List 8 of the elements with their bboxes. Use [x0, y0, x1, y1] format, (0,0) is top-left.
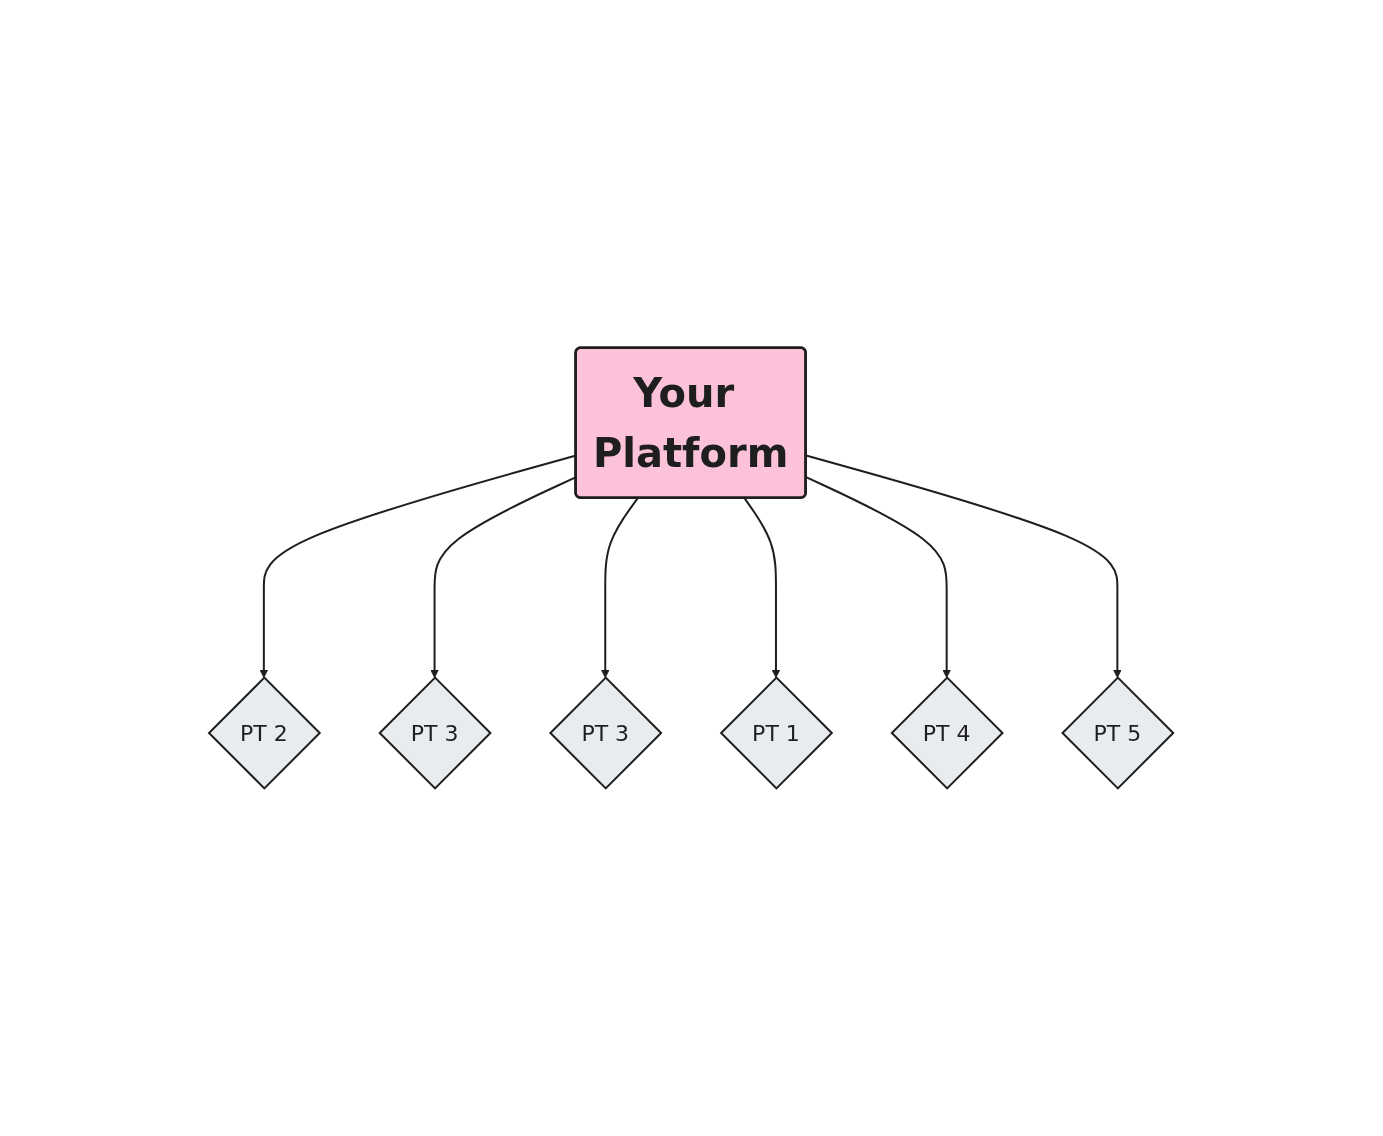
node-diamond: PT 1 [720, 676, 834, 790]
node-diamond: PT 3 [378, 676, 493, 790]
node-diamond: PT 3 [549, 676, 663, 790]
node-diamond: PT 2 [207, 676, 322, 790]
node-diamond: PT 5 [1061, 676, 1176, 790]
arrow [743, 497, 781, 679]
arrow [601, 497, 640, 679]
node-diamond: PT 4 [890, 676, 1005, 790]
